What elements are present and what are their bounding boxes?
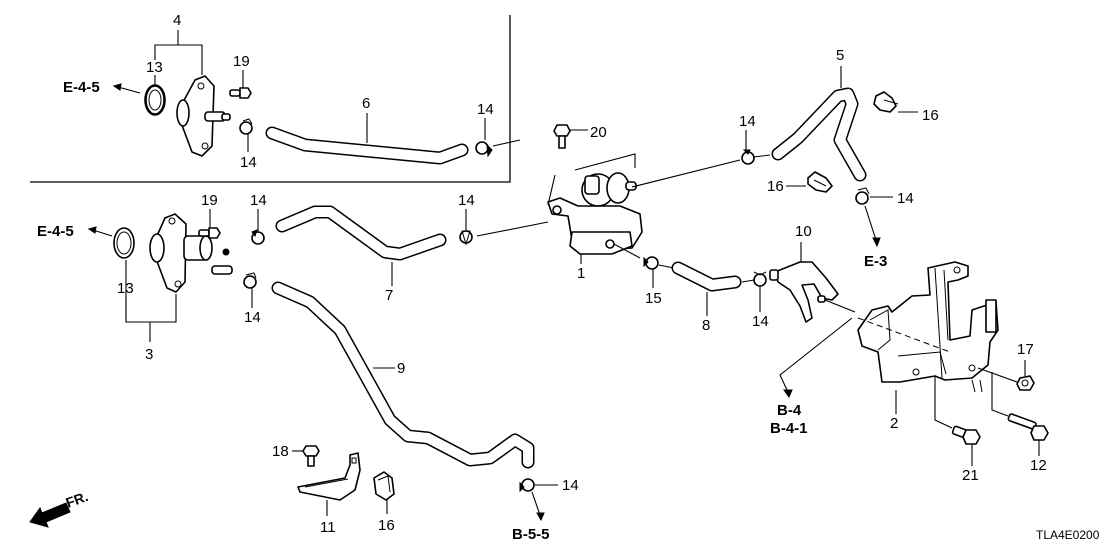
callout-20: 20: [590, 124, 607, 141]
callout-group-4: 4: [154, 12, 203, 75]
part-18-bolt[interactable]: [302, 445, 320, 467]
reference-e-4-5-top[interactable]: E-4-5: [63, 79, 100, 96]
callout-14: 14: [250, 192, 267, 209]
callout-17: 17: [1017, 341, 1034, 358]
callout-13: 13: [117, 280, 134, 297]
callout-14: 14: [477, 101, 494, 118]
front-direction-arrow-icon: [29, 502, 71, 528]
callout-4: 4: [173, 12, 181, 29]
part-1-purge-valve[interactable]: [547, 172, 643, 255]
callout-14: 14: [244, 309, 261, 326]
callout-10: 10: [795, 223, 812, 240]
callout-12: 12: [1030, 457, 1047, 474]
part-11-bracket[interactable]: [297, 452, 361, 501]
reference-b-4[interactable]: B-4: [777, 402, 802, 419]
part-16-clip-bottom[interactable]: [373, 471, 395, 501]
part-12-bolt[interactable]: [1007, 413, 1049, 441]
callout-14: 14: [562, 477, 579, 494]
part-17-nut[interactable]: [1016, 375, 1035, 391]
callout-13: 13: [146, 59, 163, 76]
arrow-e-4-5-mid: [87, 226, 113, 237]
part-14-clamp-c[interactable]: [251, 229, 265, 245]
reference-b-5-5[interactable]: B-5-5: [512, 526, 550, 543]
callout-14: 14: [240, 154, 257, 171]
part-10-joint[interactable]: [769, 261, 839, 323]
part-14-clamp-a[interactable]: [239, 118, 253, 135]
callout-6: 6: [362, 95, 370, 112]
inset-frame: [30, 15, 511, 183]
reference-e-4-5-mid[interactable]: E-4-5: [37, 223, 74, 240]
part-15-clamp[interactable]: [643, 256, 659, 270]
callout-16: 16: [378, 517, 395, 534]
callout-9: 9: [397, 360, 405, 377]
callout-21: 21: [962, 467, 979, 484]
reference-b-4-1[interactable]: B-4-1: [770, 420, 808, 437]
callout-19: 19: [233, 53, 250, 70]
part-7-hose[interactable]: [275, 205, 447, 261]
callout-2: 2: [890, 415, 898, 432]
reference-e-3[interactable]: E-3: [864, 253, 887, 270]
callout-19: 19: [201, 192, 218, 209]
callout-8: 8: [702, 317, 710, 334]
callout-11: 11: [320, 519, 336, 536]
part-14-clamp-h[interactable]: [741, 149, 755, 165]
part-14-clamp-b[interactable]: [475, 141, 493, 158]
part-6-hose[interactable]: [265, 126, 469, 165]
part-14-clamp-d[interactable]: [243, 272, 257, 289]
arrow-b-5-5: [531, 491, 545, 522]
diagram-code: TLA4E0200: [1036, 528, 1100, 542]
part-20-bolt[interactable]: [553, 124, 571, 149]
callout-18: 18: [272, 443, 289, 460]
callout-7: 7: [385, 287, 393, 304]
callout-14: 14: [897, 190, 914, 207]
part-8-hose[interactable]: [671, 261, 742, 292]
callout-16: 16: [922, 107, 939, 124]
part-2-bracket[interactable]: [857, 261, 999, 393]
callout-16: 16: [767, 178, 784, 195]
callout-14: 14: [739, 113, 756, 130]
part-16-clip-top[interactable]: [873, 91, 899, 113]
part-3-water-outlet[interactable]: [149, 213, 233, 293]
part-19-bolt-top[interactable]: [229, 87, 252, 99]
part-19-bolt-mid[interactable]: [198, 227, 221, 239]
part-14-clamp-i[interactable]: [855, 187, 870, 205]
part-4-water-outlet[interactable]: [145, 75, 231, 157]
callout-3: 3: [145, 346, 153, 363]
part-16-clip-mid[interactable]: [807, 171, 833, 193]
arrow-e-3: [864, 205, 881, 248]
part-21-bolt[interactable]: [951, 425, 981, 445]
callout-15: 15: [645, 290, 662, 307]
callout-14: 14: [458, 192, 475, 209]
part-14-clamp-g[interactable]: [753, 271, 767, 287]
callout-1: 1: [577, 265, 585, 282]
part-14-clamp-e[interactable]: [459, 230, 473, 246]
callout-5: 5: [836, 47, 844, 64]
arrow-e-4-5-top: [112, 83, 141, 94]
callout-14: 14: [752, 313, 769, 330]
part-13-o-ring-mid[interactable]: [113, 227, 135, 259]
part-9-hose[interactable]: [271, 281, 535, 469]
part-14-clamp-f[interactable]: [519, 478, 535, 493]
front-direction-label: FR.: [64, 488, 91, 511]
part-5-hose[interactable]: [771, 87, 867, 182]
